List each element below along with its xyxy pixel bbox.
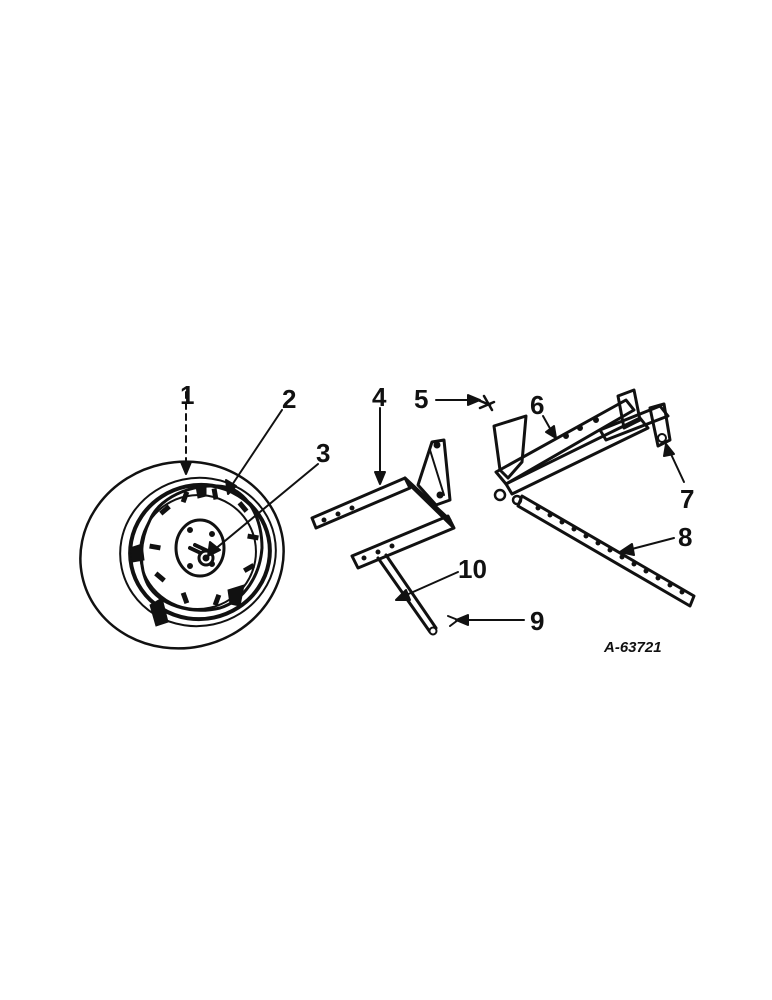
upper-bar-holes [321, 505, 355, 523]
hitch-arm [598, 404, 670, 442]
upright-brace [429, 449, 445, 496]
arrowhead-5 [467, 394, 481, 406]
rim-lug [149, 597, 169, 627]
arrowhead-6 [545, 425, 557, 439]
rim-lug [129, 543, 145, 563]
hub-bolt [187, 527, 193, 533]
callout-9: 9 [530, 606, 544, 636]
lower-bar [350, 514, 456, 570]
leader-2 [229, 409, 283, 489]
callout-3: 3 [316, 438, 330, 468]
beam-end-plate [616, 388, 642, 430]
arrowhead-9 [455, 614, 469, 626]
arrowhead-10 [395, 589, 411, 601]
callout-8: 8 [678, 522, 692, 552]
leader-3 [213, 463, 319, 551]
callout-5: 5 [414, 384, 428, 414]
leader-8 [627, 537, 675, 551]
shovel [492, 414, 528, 480]
adjustment-bar-holes [535, 505, 685, 595]
leader-lines [180, 391, 685, 626]
upright-pin [433, 441, 441, 449]
upright-pin [436, 491, 444, 499]
clevis-bracket [648, 402, 672, 448]
callout-10: 10 [458, 554, 487, 584]
disc-slots [149, 488, 259, 607]
cross-tube [403, 476, 454, 528]
callout-6: 6 [530, 390, 544, 420]
adjustment-bar [516, 494, 696, 608]
beam-holes [563, 417, 599, 439]
main-beam-lower [504, 416, 650, 496]
arrowhead-1 [180, 461, 192, 475]
arrowhead-7 [663, 443, 675, 457]
callout-2: 2 [282, 384, 296, 414]
main-beam [494, 398, 636, 486]
hitch-knob [493, 488, 507, 502]
callout-1: 1 [180, 380, 194, 410]
arrowhead-4 [374, 471, 386, 485]
rod-end [428, 626, 438, 636]
callout-4: 4 [372, 382, 387, 412]
rim-lug [227, 584, 245, 607]
clip-pin [476, 394, 496, 412]
arrowhead-3 [207, 541, 221, 557]
leader-7 [669, 451, 685, 483]
hub-bolt [209, 531, 215, 537]
upper-bar [310, 476, 412, 530]
hub-plate [174, 518, 226, 578]
leader-10 [403, 571, 459, 597]
tire-inner [119, 476, 277, 628]
figure-reference: A-63721 [603, 639, 662, 656]
arrowhead-2 [225, 479, 237, 495]
axle-bracket [310, 438, 456, 570]
hub-bolt [187, 563, 193, 569]
rim-outer [128, 482, 272, 622]
hitch-frame [492, 388, 672, 506]
wheel-disc [139, 484, 264, 612]
lower-bar-holes [361, 543, 395, 561]
arrowhead-8 [619, 543, 635, 556]
callout-7: 7 [680, 484, 694, 514]
clevis-pin [657, 433, 667, 443]
wheel-assembly [79, 460, 285, 650]
rim-lug [195, 483, 207, 499]
tire-outer [79, 460, 285, 650]
